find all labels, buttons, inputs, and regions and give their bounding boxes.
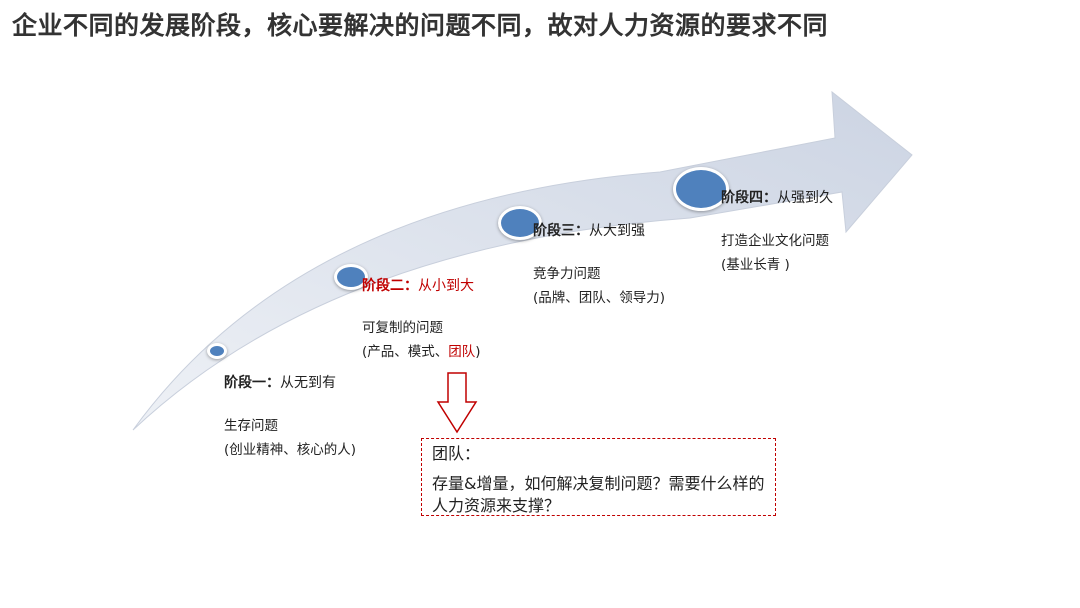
stage-3-body: 竞争力问题 (品牌、团队、领导力) [533,262,665,310]
stage-4-heading: 阶段四：从强到久 [721,190,833,206]
stage-2-desc: 从小到大 [418,278,474,294]
stage-2-label: 阶段二 [362,278,404,294]
stage-3-marker [498,206,542,240]
stage-3-heading: 阶段三：从大到强 [533,223,645,239]
stage-1-detail: (创业精神、核心的人) [224,442,357,458]
stage-1-marker [207,343,227,359]
stage-1-body: 生存问题 (创业精神、核心的人) [224,414,356,462]
down-arrow-icon [436,372,478,434]
team-callout: 团队： 存量&增量，如何解决复制问题？需要什么样的人力资源来支撑？ [421,438,776,516]
stage-1-desc: 从无到有 [280,375,336,391]
stage-3-detail: (品牌、团队、领导力) [533,290,666,306]
stage-4-marker [673,167,729,211]
callout-heading: 团队： [432,444,481,463]
stage-2-heading: 阶段二：从小到大 [362,278,474,294]
stage-1-problem: 生存问题 [224,418,278,434]
stage-4-body: 打造企业文化问题 (基业长青 ) [721,229,829,277]
stage-2-highlight: 团队 [448,344,476,360]
slide-title: 企业不同的发展阶段，核心要解决的问题不同，故对人力资源的要求不同 [12,11,829,40]
stage-2-detail: (产品、模式、团队) [362,344,481,360]
stage-4-detail: (基业长青 ) [721,257,790,273]
stage-1-label: 阶段一 [224,375,266,391]
stage-4-desc: 从强到久 [777,190,833,206]
stage-2-marker [334,264,368,290]
stage-3-desc: 从大到强 [589,223,645,239]
stage-4-problem: 打造企业文化问题 [721,233,829,249]
stage-4-label: 阶段四 [721,190,763,206]
stage-3-label: 阶段三 [533,223,575,239]
stage-1-heading: 阶段一：从无到有 [224,375,336,391]
stage-2-problem: 可复制的问题 [362,320,443,336]
stage-3-problem: 竞争力问题 [533,266,601,282]
stage-2-body: 可复制的问题 (产品、模式、团队) [362,316,481,364]
callout-question: 存量&增量，如何解决复制问题？需要什么样的人力资源来支撑？ [432,474,765,515]
